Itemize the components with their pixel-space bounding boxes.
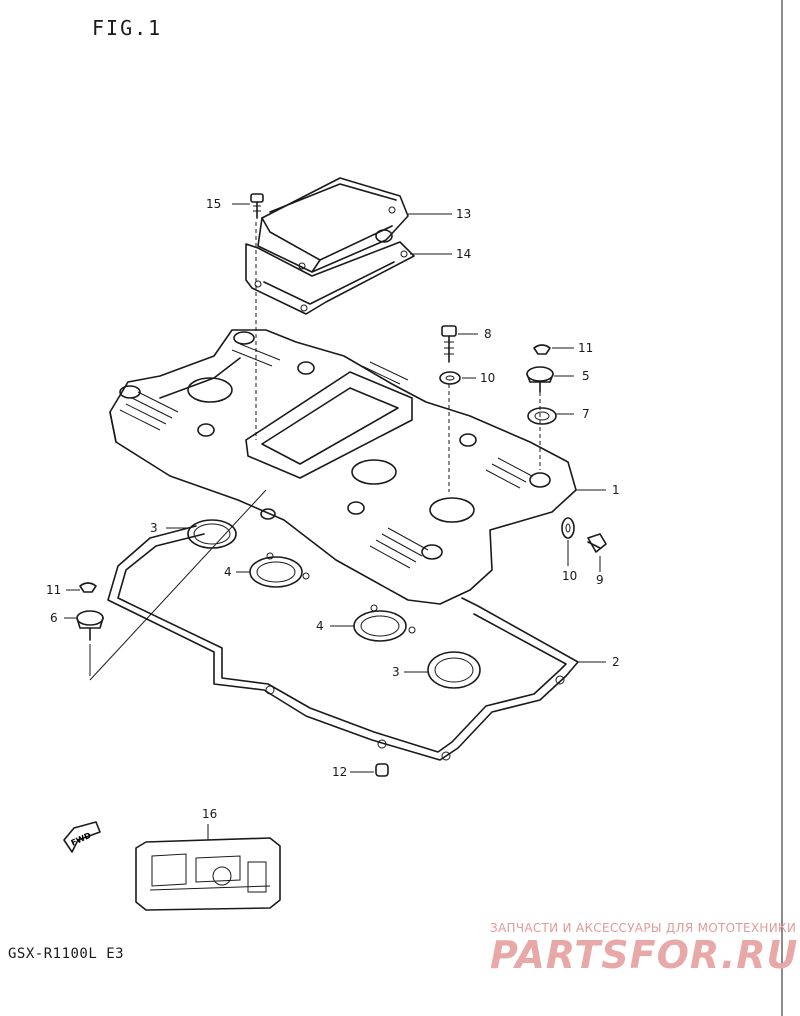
model-code: GSX-R1100L E3 — [8, 946, 125, 962]
callout-16: 16 — [202, 807, 217, 821]
breather-gasket-part — [245, 241, 415, 315]
plug-gasket-3-upper-part — [187, 519, 237, 549]
plug-gasket-4-upper-part — [249, 552, 310, 588]
gasket-set-16-part — [135, 837, 281, 911]
callout-15: 15 — [206, 197, 221, 211]
leader-lines — [64, 203, 606, 840]
figure-title: FIG.1 — [92, 16, 163, 40]
callout-2: 2 — [612, 655, 620, 669]
watermark-logo: PARTSFOR.RU — [490, 933, 799, 977]
bolt-8-part — [441, 325, 457, 363]
callout-14: 14 — [456, 247, 471, 261]
plug-gasket-3-lower-part — [427, 651, 481, 689]
bolt-15-part — [250, 193, 264, 219]
callout-1: 1 — [612, 483, 620, 497]
plug-gasket-4-lower-part — [353, 604, 416, 642]
callout-13: 13 — [456, 207, 471, 221]
bolt-9-part — [587, 533, 607, 553]
callout-8: 8 — [484, 327, 492, 341]
bolt-5-part — [526, 366, 554, 393]
forward-arrow-label: FWD — [70, 831, 93, 848]
callout-4-upper: 4 — [224, 565, 232, 579]
grommet-12-part — [375, 763, 389, 777]
forward-direction-arrow: FWD — [63, 821, 101, 853]
callout-11-upper: 11 — [578, 341, 593, 355]
callout-labels: 1 2 3 3 4 4 5 6 7 8 9 10 10 11 11 12 13 … — [46, 197, 620, 821]
callout-11-left: 11 — [46, 583, 61, 597]
callout-3-lower: 3 — [392, 665, 400, 679]
bolt-6-part — [76, 610, 104, 641]
breather-cover-part — [257, 177, 409, 273]
washer-10-upper-part — [439, 371, 461, 385]
callout-10-right: 10 — [562, 569, 577, 583]
callout-10-upper: 10 — [480, 371, 495, 385]
callout-3-upper: 3 — [150, 521, 158, 535]
callout-6: 6 — [50, 611, 58, 625]
callout-4-lower: 4 — [316, 619, 324, 633]
callout-5: 5 — [582, 369, 590, 383]
cap-11-left-part — [79, 582, 97, 593]
callout-9: 9 — [596, 573, 604, 587]
seal-7-part — [527, 407, 557, 425]
cylinder-head-cover-part — [109, 329, 577, 605]
washer-10-right-part — [561, 517, 575, 539]
callout-12: 12 — [332, 765, 347, 779]
watermark-tagline: ЗАПЧАСТИ И АКСЕССУАРЫ ДЛЯ МОТОТЕХНИКИ — [490, 921, 797, 935]
head-cover-gasket-part — [107, 525, 579, 761]
callout-7: 7 — [582, 407, 590, 421]
cap-11-upper-part — [533, 344, 551, 355]
